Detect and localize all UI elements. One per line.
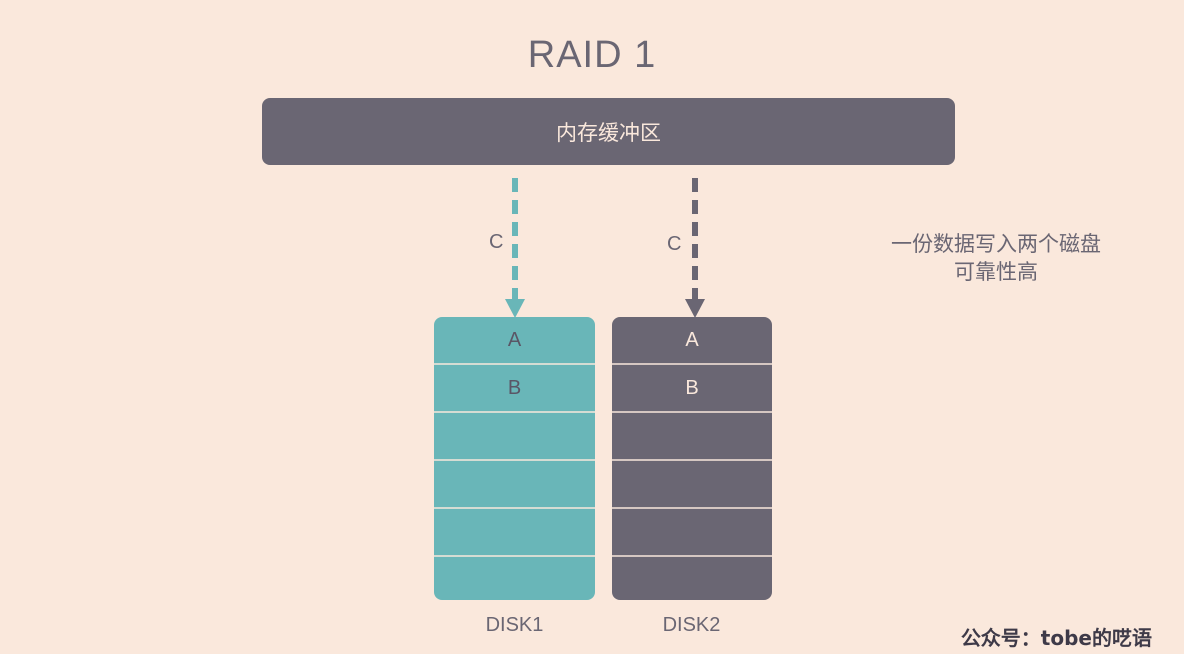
disk1-slot <box>434 461 595 509</box>
disk2-slot <box>612 461 772 509</box>
disk1-slot: B <box>434 365 595 413</box>
disk1-slot <box>434 509 595 557</box>
write-arrow-disk2 <box>685 178 705 318</box>
disk2-slot <box>612 413 772 461</box>
disk1-slot: A <box>434 317 595 365</box>
disk2-label: DISK2 <box>662 614 721 636</box>
disk1-slot <box>434 557 595 600</box>
disk2: A B <box>612 317 772 600</box>
disk2-slot: B <box>612 365 772 413</box>
memory-buffer-label: 内存缓冲区 <box>556 120 661 145</box>
diagram-title: RAID 1 <box>527 34 657 76</box>
watermark: 公众号：tobe的呓语 <box>960 626 1152 650</box>
reliability-note-line1: 一份数据写入两个磁盘 <box>891 232 1101 256</box>
reliability-note-line2: 可靠性高 <box>954 260 1038 284</box>
disk2-slot: A <box>612 317 772 365</box>
disk1-label: DISK1 <box>485 614 544 636</box>
arrow-label-disk2: C <box>667 233 682 255</box>
disk1: A B <box>434 317 595 600</box>
disk2-slot <box>612 557 772 600</box>
write-arrow-disk1 <box>505 178 525 318</box>
arrow-label-disk1: C <box>489 231 504 253</box>
disk1-slot <box>434 413 595 461</box>
disk2-slot <box>612 509 772 557</box>
memory-buffer: 内存缓冲区 <box>262 98 955 165</box>
reliability-note: 一份数据写入两个磁盘 可靠性高 <box>870 230 1122 286</box>
